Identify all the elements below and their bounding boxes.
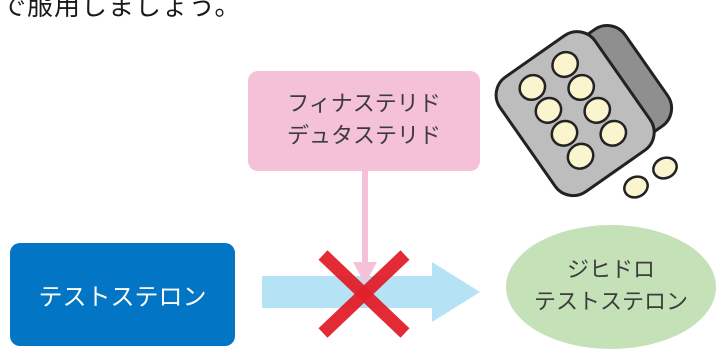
dht-ellipse: ジヒドロ テストステロン [506, 225, 716, 349]
testosterone-label: テストステロン [38, 283, 207, 311]
inhibition-arrow [353, 170, 377, 284]
pill-blister-pack-icon [494, 24, 678, 199]
x-cross-icon [318, 250, 410, 338]
inhibitor-line-2: デュタステリド [286, 124, 441, 149]
dht-line-1: ジヒドロ [566, 258, 655, 283]
header-text: で服用しましょう。 [0, 0, 242, 22]
inhibitor-line-1: フィナステリド [287, 92, 441, 117]
dht-line-2: テストステロン [533, 290, 688, 315]
testosterone-box: テストステロン [10, 243, 235, 346]
inhibitor-drug-box: フィナステリド デュタステリド [248, 71, 480, 171]
